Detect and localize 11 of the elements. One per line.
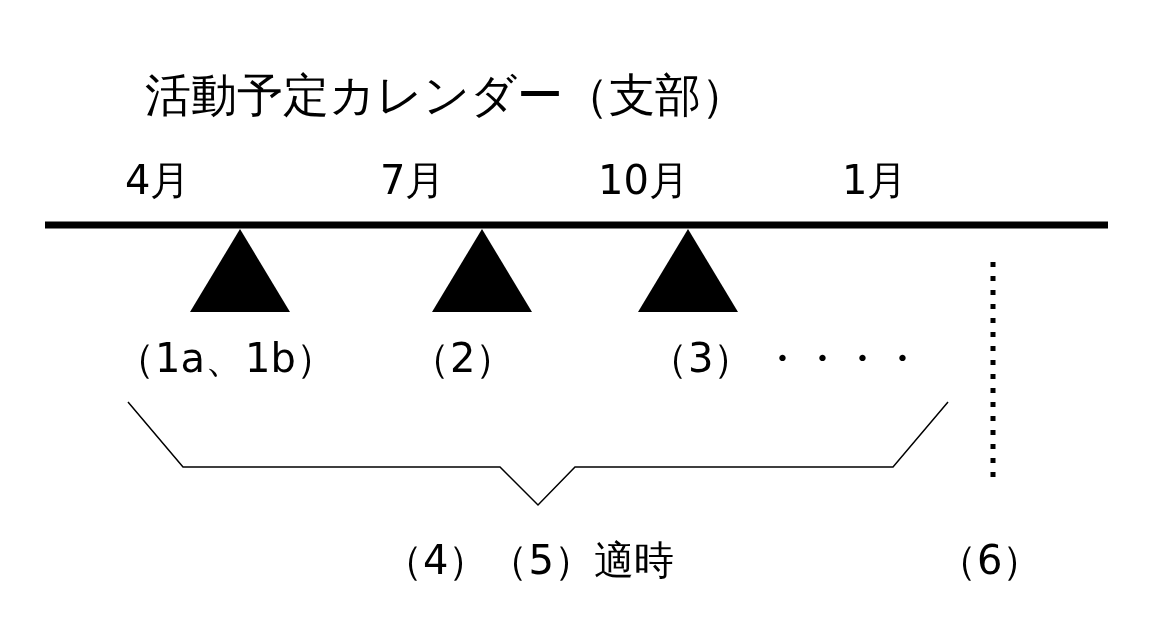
- month-label: 1月: [842, 160, 908, 200]
- diagram-title: 活動予定カレンダー（支部）: [145, 72, 747, 118]
- ellipsis-dots: ・・・・: [762, 338, 922, 378]
- event-label: （3）: [648, 338, 754, 378]
- event-label: （2）: [410, 338, 516, 378]
- event-label: （1a、1b）: [115, 338, 336, 378]
- month-label: 4月: [125, 160, 191, 200]
- month-label: 7月: [380, 160, 446, 200]
- event-label: （4）（5）適時: [383, 540, 674, 580]
- month-label: 10月: [598, 160, 689, 200]
- event-label: （6）: [937, 540, 1043, 580]
